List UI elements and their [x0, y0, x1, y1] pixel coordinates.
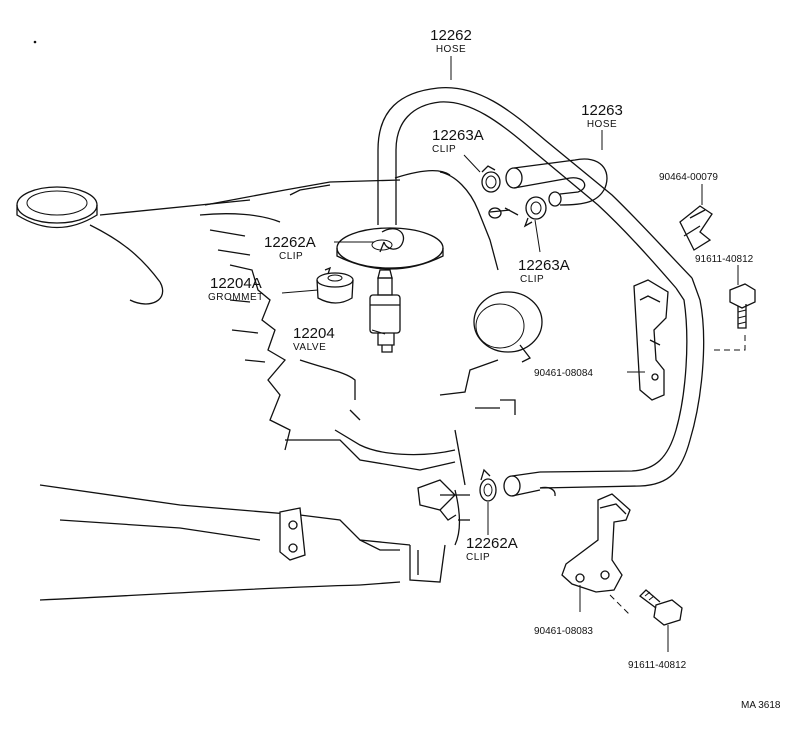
part-name: GROMMET — [208, 292, 264, 303]
part-name: CLIP — [279, 251, 303, 262]
part-name: CLIP — [466, 552, 490, 563]
part-number: 91611-40812 — [628, 660, 687, 671]
valve-shape — [369, 269, 401, 353]
part-number: 12262 — [430, 27, 472, 44]
part-name: CLIP — [432, 144, 456, 155]
bolt-top-shape — [729, 283, 756, 329]
part-number: 12262A — [264, 234, 316, 251]
callout-valve-12204: 12204 VALVE — [293, 325, 335, 353]
part-name: VALVE — [293, 342, 326, 353]
part-number: 90461-08083 — [534, 626, 593, 637]
part-name: CLIP — [520, 274, 544, 285]
engine-block-illustration — [16, 170, 543, 601]
hose-12262-shape — [377, 86, 705, 497]
part-name: HOSE — [436, 44, 466, 55]
callout-bracket-90461-08084: 90461-08084 — [534, 368, 593, 379]
part-number: 12263A — [518, 257, 570, 274]
callout-clip-12262a-top: 12262A CLIP — [264, 234, 316, 262]
callout-grommet-12204a: 12204A GROMMET — [208, 275, 264, 303]
part-number: 90461-08084 — [534, 368, 593, 379]
hose-12263-shape — [505, 158, 608, 207]
callout-bracket-90461-08083: 90461-08083 — [534, 626, 593, 637]
part-number: 12263 — [581, 102, 623, 119]
callout-bolt-91611-40812-top: 91611-40812 — [695, 254, 754, 265]
clamp-shape — [679, 205, 713, 251]
clip-12262a-top-shape — [379, 228, 405, 253]
callout-clamp-90464-00079: 90464-00079 — [659, 172, 718, 183]
callout-hose-12262: 12262 HOSE — [430, 27, 472, 55]
figure-reference: MA 3618 — [741, 700, 781, 711]
bracket-lower-shape — [561, 493, 631, 593]
callout-clip-12263a-right: 12263A CLIP — [518, 257, 570, 285]
clip-12263a-right-shape — [523, 196, 547, 228]
callout-clip-12262a-bottom: 12262A CLIP — [466, 535, 518, 563]
part-number: 12262A — [466, 535, 518, 552]
part-number: 90464-00079 — [659, 172, 718, 183]
bolt-bottom-shape — [639, 589, 683, 626]
leader-lines — [281, 56, 746, 652]
grommet-shape — [316, 266, 354, 304]
clip-12263a-top-shape — [481, 165, 501, 193]
part-number: 91611-40812 — [695, 254, 754, 265]
part-number: 12263A — [432, 127, 484, 144]
callout-hose-12263: 12263 HOSE — [581, 102, 623, 130]
stray-mark — [33, 40, 37, 44]
part-number: 12204A — [210, 275, 262, 292]
part-number: 12204 — [293, 325, 335, 342]
callout-bolt-91611-40812-bottom: 91611-40812 — [628, 660, 687, 671]
clip-12262a-bottom-shape — [479, 468, 497, 502]
bracket-upper-shape — [633, 279, 669, 401]
callout-clip-12263a-top: 12263A CLIP — [432, 127, 484, 155]
part-name: HOSE — [587, 119, 617, 130]
